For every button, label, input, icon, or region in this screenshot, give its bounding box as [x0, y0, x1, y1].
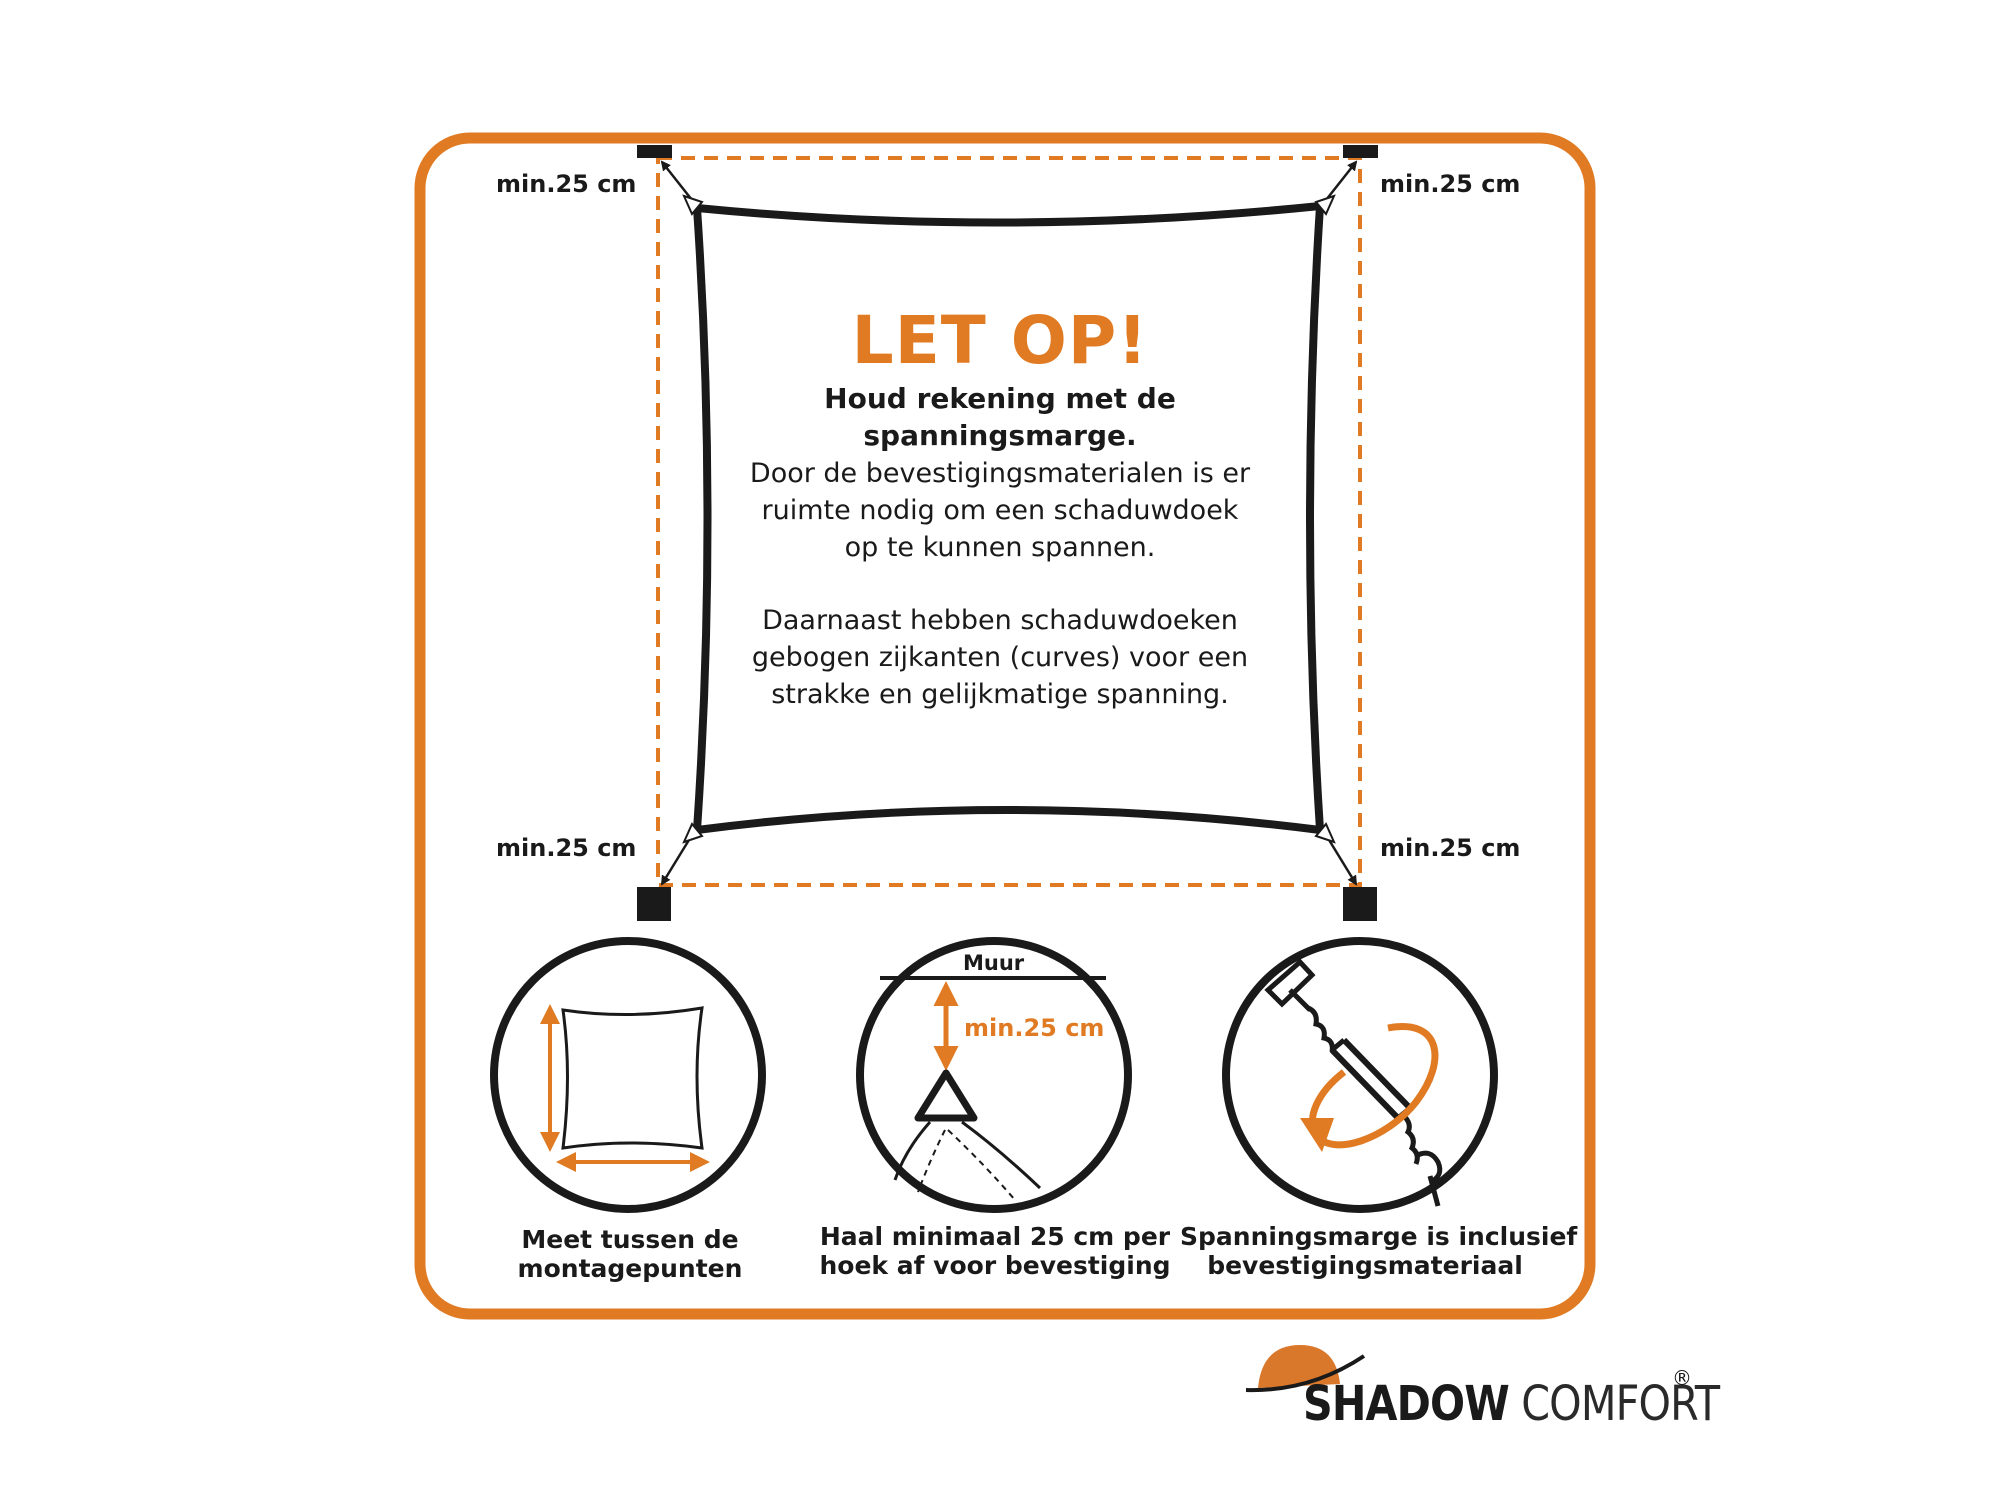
caption-line: Meet tussen de: [521, 1225, 739, 1254]
corner-label-top-left: min.25 cm: [496, 170, 637, 198]
brand-name-light: COMFORT: [1508, 1376, 1720, 1432]
corner-label-top-right: min.25 cm: [1380, 170, 1521, 198]
brand-logo: SHADOW COMFORT: [1303, 1376, 1720, 1432]
measurement-outline: [656, 156, 1362, 887]
caption-line: montagepunten: [517, 1254, 743, 1283]
warning-paragraph-1: Door de bevestigingsmaterialen is er rui…: [660, 455, 1340, 566]
caption-tension: Spanningsmarge is inclusief bevestigings…: [1180, 1222, 1578, 1280]
warning-paragraph-line: op te kunnen spannen.: [844, 532, 1156, 563]
warning-paragraph-2: Daarnaast hebben schaduwdoeken gebogen z…: [660, 602, 1340, 713]
tension-cords: [660, 160, 1358, 886]
warning-title: LET OP!: [851, 302, 1149, 379]
sail-edge-dashes: [917, 1129, 1016, 1201]
mounting-post-icon: [1343, 887, 1377, 921]
sail-corner-rings: [682, 194, 1336, 844]
warning-subtitle: Houd rekening met de spanningsmarge.: [660, 380, 1340, 454]
caption-line: Haal minimaal 25 cm per: [819, 1222, 1171, 1251]
sail-edge-lines: [893, 1120, 1042, 1190]
detail-circle-measure: [490, 937, 766, 1213]
caption-line: hoek af voor bevestiging: [819, 1251, 1171, 1280]
caption-line: bevestigingsmateriaal: [1207, 1251, 1523, 1280]
caption-measure: Meet tussen de montagepunten: [470, 1225, 790, 1283]
mounting-post-icon: [637, 887, 671, 921]
warning-paragraph-line: ruimte nodig om een schaduwdoek: [761, 495, 1239, 526]
corner-label-bottom-right: min.25 cm: [1380, 834, 1521, 862]
warning-subtitle-line: spanningsmarge.: [863, 419, 1137, 452]
rotate-arrow-head: [1300, 1118, 1334, 1152]
caption-subtract: Haal minimaal 25 cm per hoek af voor bev…: [810, 1222, 1180, 1280]
warning-paragraph-line: Door de bevestigingsmaterialen is er: [749, 458, 1251, 489]
triangle-ring-icon: [914, 1069, 978, 1122]
warning-paragraph-line: gebogen zijkanten (curves) voor een: [751, 642, 1249, 673]
mounting-post-icon: [1343, 145, 1378, 158]
registered-mark: ®: [1672, 1366, 1692, 1390]
corner-label-bottom-left: min.25 cm: [496, 834, 637, 862]
rotate-arrow-icon: [1309, 1023, 1439, 1149]
caption-line: Spanningsmarge is inclusief: [1180, 1222, 1578, 1251]
brand-name-bold: SHADOW: [1303, 1376, 1510, 1432]
mounting-post-icon: [637, 145, 672, 158]
small-sail-icon: [561, 1006, 704, 1150]
warning-paragraph-line: Daarnaast hebben schaduwdoeken: [762, 605, 1238, 636]
info-frame: [414, 132, 1596, 1320]
min-distance-label: min.25 cm: [964, 1014, 1105, 1042]
detail-circle-wall: [856, 937, 1132, 1213]
wall-label: Muur: [963, 951, 1025, 975]
warning-paragraph-line: strakke en gelijkmatige spanning.: [771, 679, 1229, 710]
warning-subtitle-line: Houd rekening met de: [824, 382, 1176, 415]
hat-logo-icon: [1245, 1345, 1366, 1393]
